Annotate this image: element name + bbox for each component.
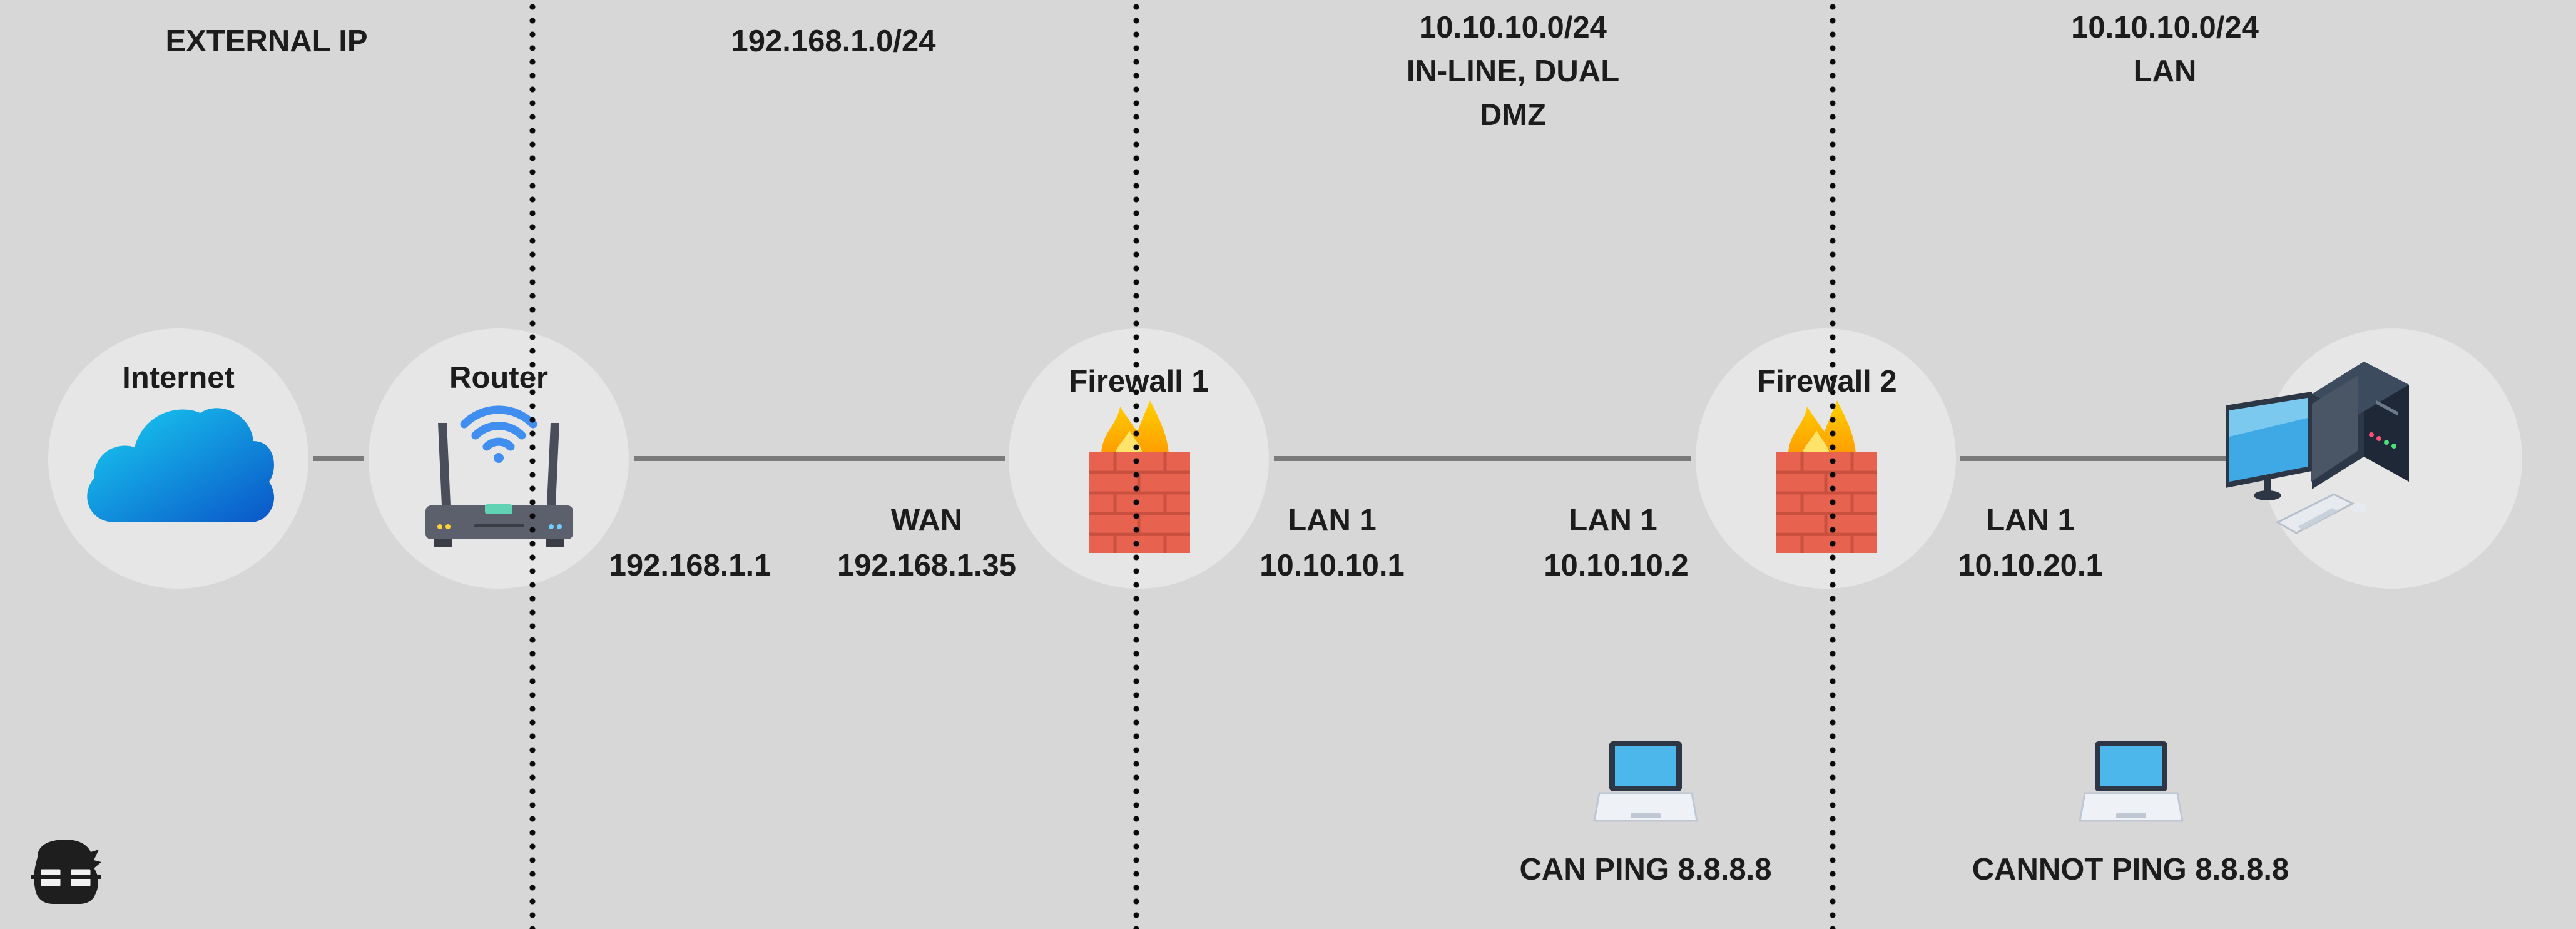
zone-title-lan: LAN bbox=[2133, 54, 2197, 88]
firewall-icon bbox=[1089, 400, 1190, 553]
dmz-host-status: CAN PING 8.8.8.8 bbox=[1519, 853, 1772, 886]
internet-label: Internet bbox=[122, 361, 235, 395]
laptop-icon bbox=[2079, 741, 2184, 822]
laptop-icon bbox=[1593, 741, 1698, 822]
firewall-icon bbox=[1776, 400, 1877, 553]
zone-title-external: EXTERNAL IP bbox=[165, 24, 368, 58]
zone-title-dmz-subnet: 10.10.10.0/24 bbox=[1419, 11, 1607, 44]
cloud-icon bbox=[87, 408, 275, 522]
zone-divider bbox=[529, 0, 536, 929]
desktop-computer-icon bbox=[2226, 362, 2409, 534]
firewall2-lan-name: LAN 1 bbox=[1986, 504, 2075, 537]
zone-divider bbox=[1830, 0, 1836, 929]
zone-title-dmz: DMZ bbox=[1479, 98, 1547, 132]
wifi-router-icon bbox=[425, 405, 573, 547]
nerd-glasses-logo-icon bbox=[31, 840, 101, 904]
lan-host-status: CANNOT PING 8.8.8.8 bbox=[1972, 853, 2289, 886]
firewall1-wan-name: WAN bbox=[890, 504, 963, 537]
firewall1-wan-ip: 192.168.1.35 bbox=[837, 549, 1017, 582]
zone-divider bbox=[1133, 0, 1139, 929]
firewall2-lan-ip: 10.10.20.1 bbox=[1958, 549, 2103, 582]
router-lan-ip: 192.168.1.1 bbox=[609, 549, 771, 582]
router-label: Router bbox=[449, 361, 548, 395]
firewall2-label: Firewall 2 bbox=[1757, 365, 1897, 399]
zone-title-dmz-mode: IN-LINE, DUAL bbox=[1406, 54, 1620, 88]
firewall1-lan-name: LAN 1 bbox=[1288, 504, 1377, 537]
zone-title-lan-subnet: 10.10.10.0/24 bbox=[2071, 11, 2259, 44]
firewall2-wan-ip: 10.10.10.2 bbox=[1544, 549, 1689, 582]
firewall2-wan-name: LAN 1 bbox=[1569, 504, 1657, 537]
firewall1-label: Firewall 1 bbox=[1069, 365, 1209, 399]
zone-title-wan: 192.168.1.0/24 bbox=[731, 24, 936, 58]
firewall1-lan-ip: 10.10.10.1 bbox=[1260, 549, 1405, 582]
